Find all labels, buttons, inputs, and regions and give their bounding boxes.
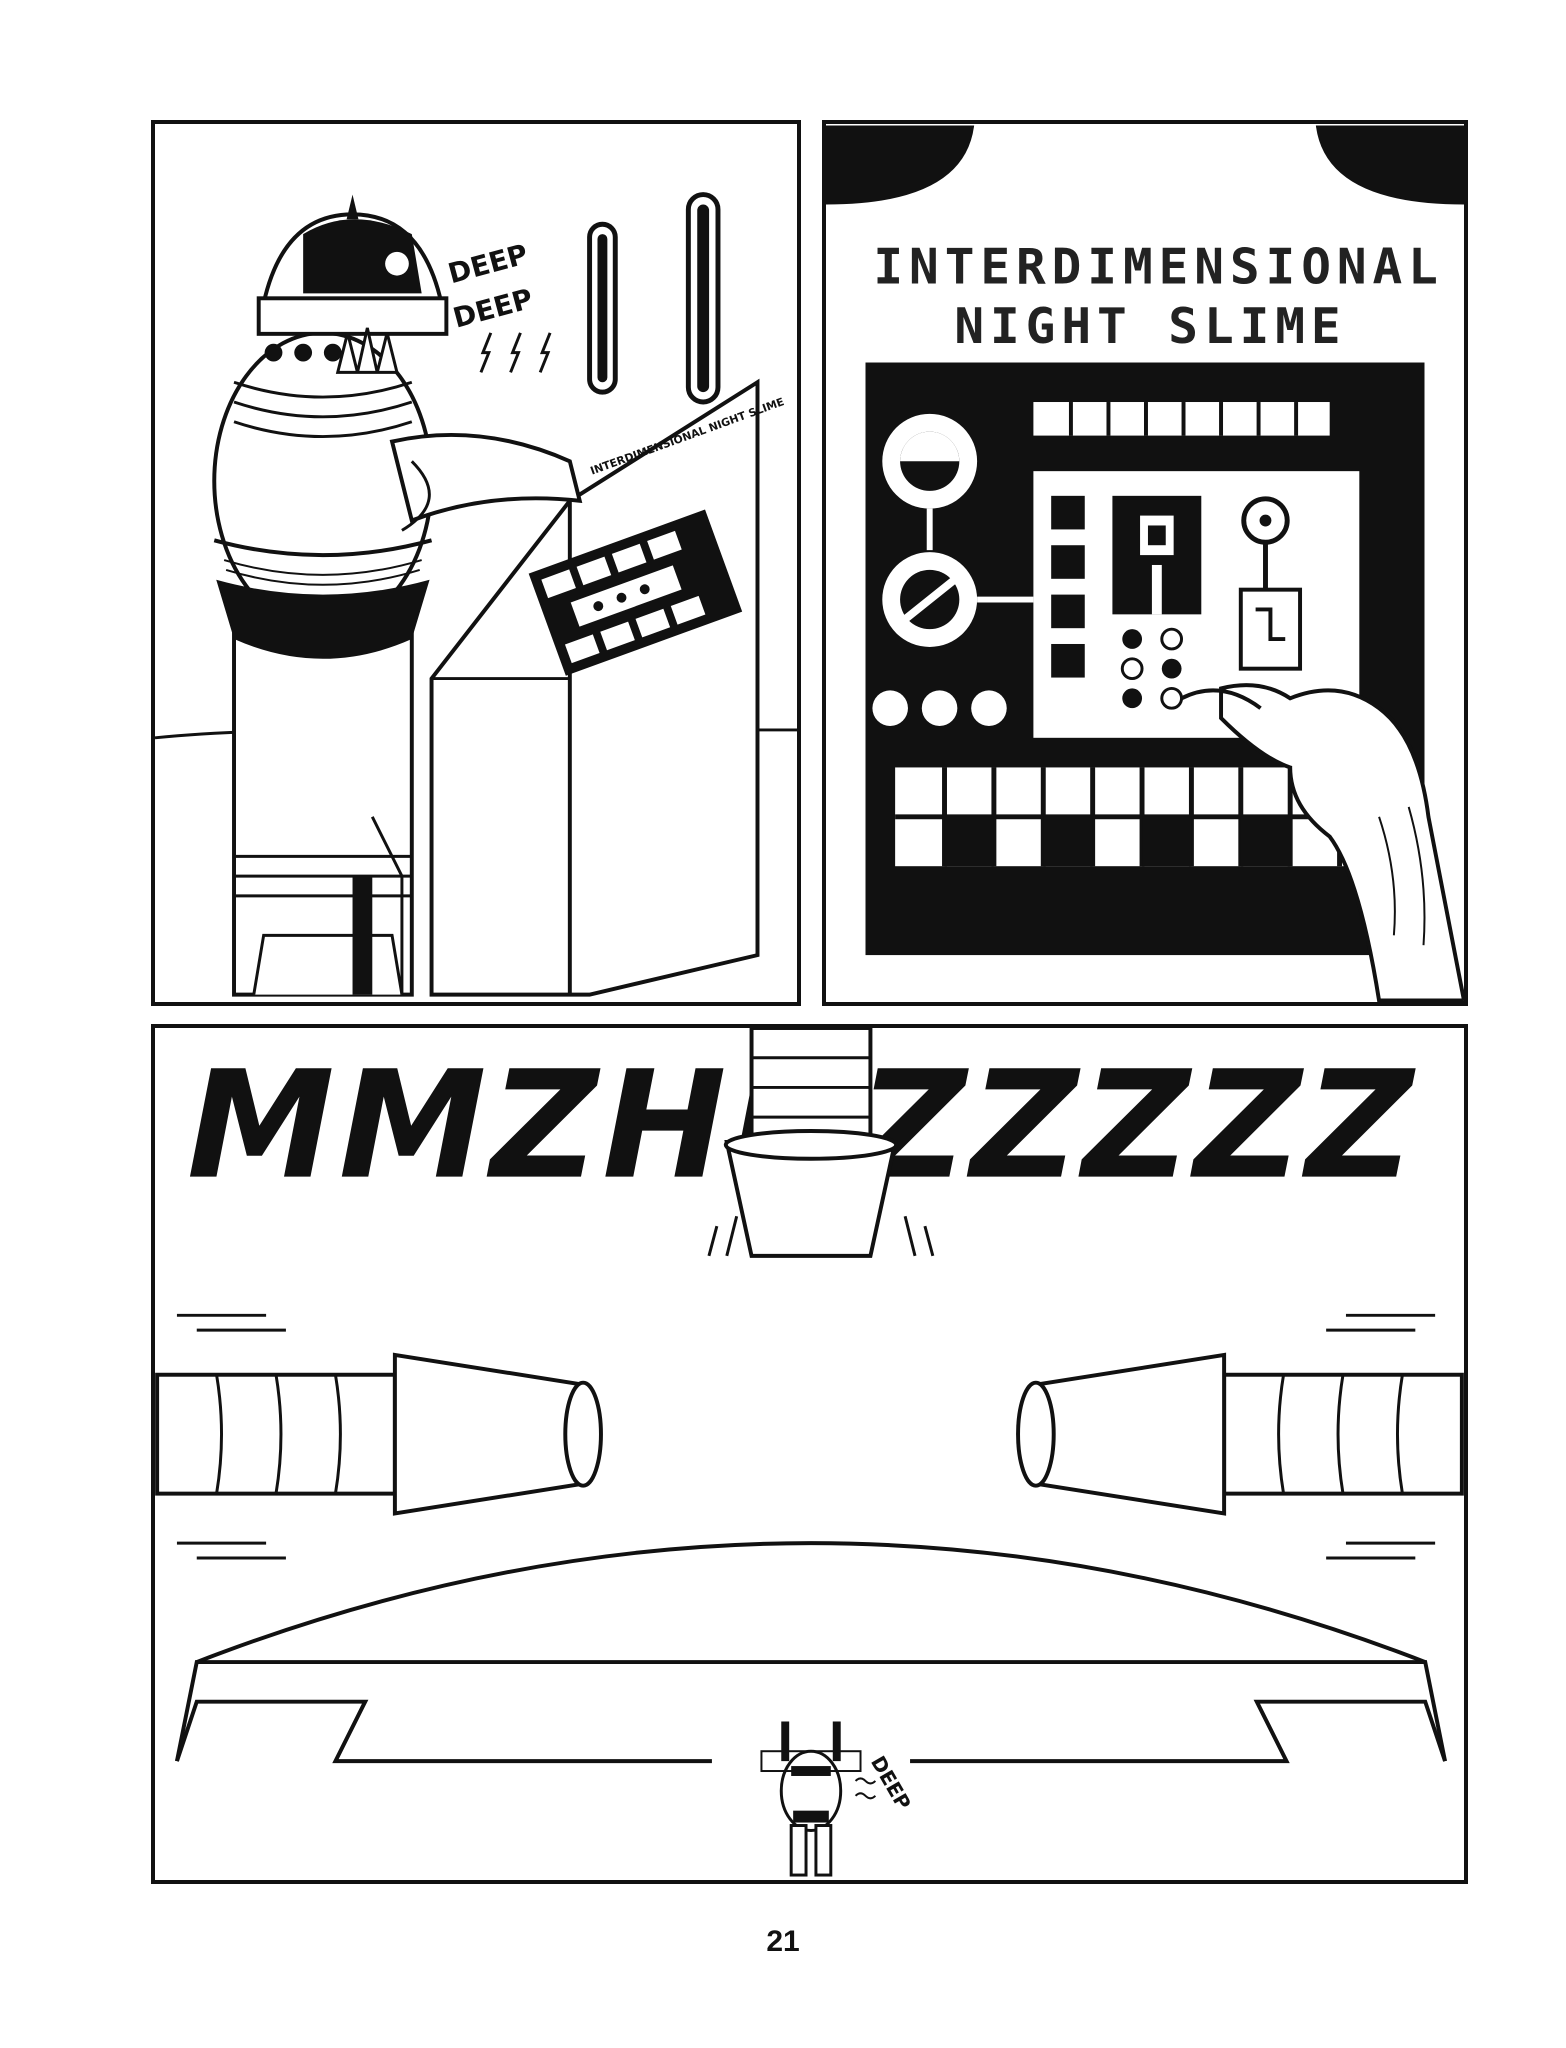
small-robot bbox=[760, 1721, 862, 1877]
panel-robot-at-console: INTERDIMENSIONAL NIGHT SLIME bbox=[151, 120, 801, 1006]
ceiling-emitter bbox=[707, 1028, 935, 1258]
panel-night-slime-controls: INTERDIMENSIONAL NIGHT SLIME bbox=[822, 120, 1468, 1006]
robot-at-console-illustration: INTERDIMENSIONAL NIGHT SLIME bbox=[155, 192, 797, 997]
svg-text:DEEP: DEEP bbox=[445, 237, 532, 290]
svg-text:DEEP: DEEP bbox=[450, 282, 537, 335]
right-emitter bbox=[1016, 1313, 1464, 1560]
page-number: 21 bbox=[766, 1925, 800, 1958]
title-line-2: NIGHT SLIME bbox=[954, 297, 1346, 355]
machine-activation-illustration: MMZHHZZZZZ bbox=[155, 1028, 1464, 1877]
left-emitter bbox=[155, 1313, 603, 1560]
deep-deep-sfx: DEEP DEEP bbox=[445, 237, 552, 373]
title-line-1: INTERDIMENSIONAL bbox=[873, 238, 1443, 296]
night-slime-control-board-illustration: INTERDIMENSIONAL NIGHT SLIME bbox=[826, 125, 1464, 1002]
panel-machine-activation: MMZHHZZZZZ bbox=[151, 1024, 1468, 1884]
pointing-hand bbox=[1180, 683, 1464, 1002]
robot-character bbox=[212, 194, 583, 997]
control-console: INTERDIMENSIONAL NIGHT SLIME bbox=[429, 192, 786, 997]
